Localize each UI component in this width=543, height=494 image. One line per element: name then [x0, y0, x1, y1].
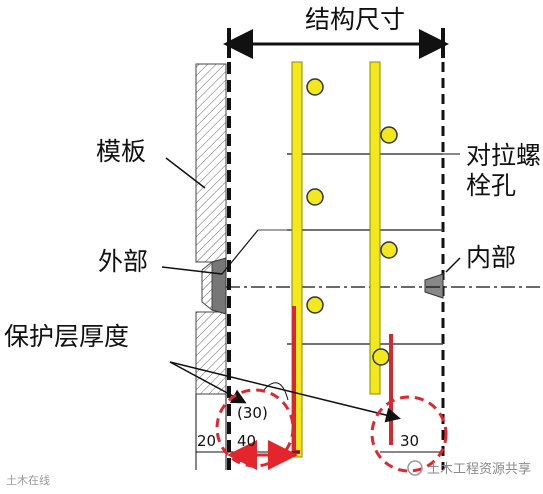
dim-paren-30: (30) — [237, 404, 268, 422]
tie-cone-inner — [424, 273, 444, 299]
formwork-upper — [195, 63, 227, 263]
leader-cover-left — [169, 361, 247, 404]
label-tie-hole-1: 对拉螺 — [466, 141, 541, 170]
label-outside: 外部 — [98, 247, 148, 276]
watermark-left: 土木在线 — [6, 473, 50, 487]
highlight-circle-left — [215, 388, 295, 468]
dim-40: 40 — [237, 432, 256, 450]
leader-inside — [445, 257, 461, 273]
highlight-circle-right — [370, 395, 448, 473]
label-tie-hole-2: 栓孔 — [466, 171, 516, 200]
rebar-dot-6 — [372, 348, 390, 366]
rebar-dot-2 — [306, 188, 324, 206]
rebar-dot-1 — [306, 78, 324, 96]
leader-formwork — [165, 157, 206, 189]
label-formwork: 模板 — [96, 137, 146, 166]
title-text: 结构尺寸 — [305, 5, 405, 34]
tie-cone-outer-body — [201, 260, 213, 312]
leader-outside-diag — [221, 229, 259, 275]
tie-cone-outer — [211, 257, 227, 315]
rebar-vertical-inner — [369, 61, 381, 395]
label-inside: 内部 — [466, 243, 516, 272]
rebar-dot-4 — [380, 126, 398, 144]
dim-30: 30 — [400, 432, 419, 450]
leader-paren-arc — [261, 382, 289, 401]
rebar-dot-3 — [306, 296, 324, 314]
dim-20: 20 — [197, 432, 216, 450]
formwork-lower — [195, 311, 227, 395]
watermark-right: 土木工程资源共享 — [427, 461, 531, 477]
leader-outside — [161, 266, 223, 275]
rebar-dot-5 — [380, 241, 398, 259]
label-cover: 保护层厚度 — [4, 322, 129, 351]
watermark-logo-icon — [407, 460, 423, 476]
